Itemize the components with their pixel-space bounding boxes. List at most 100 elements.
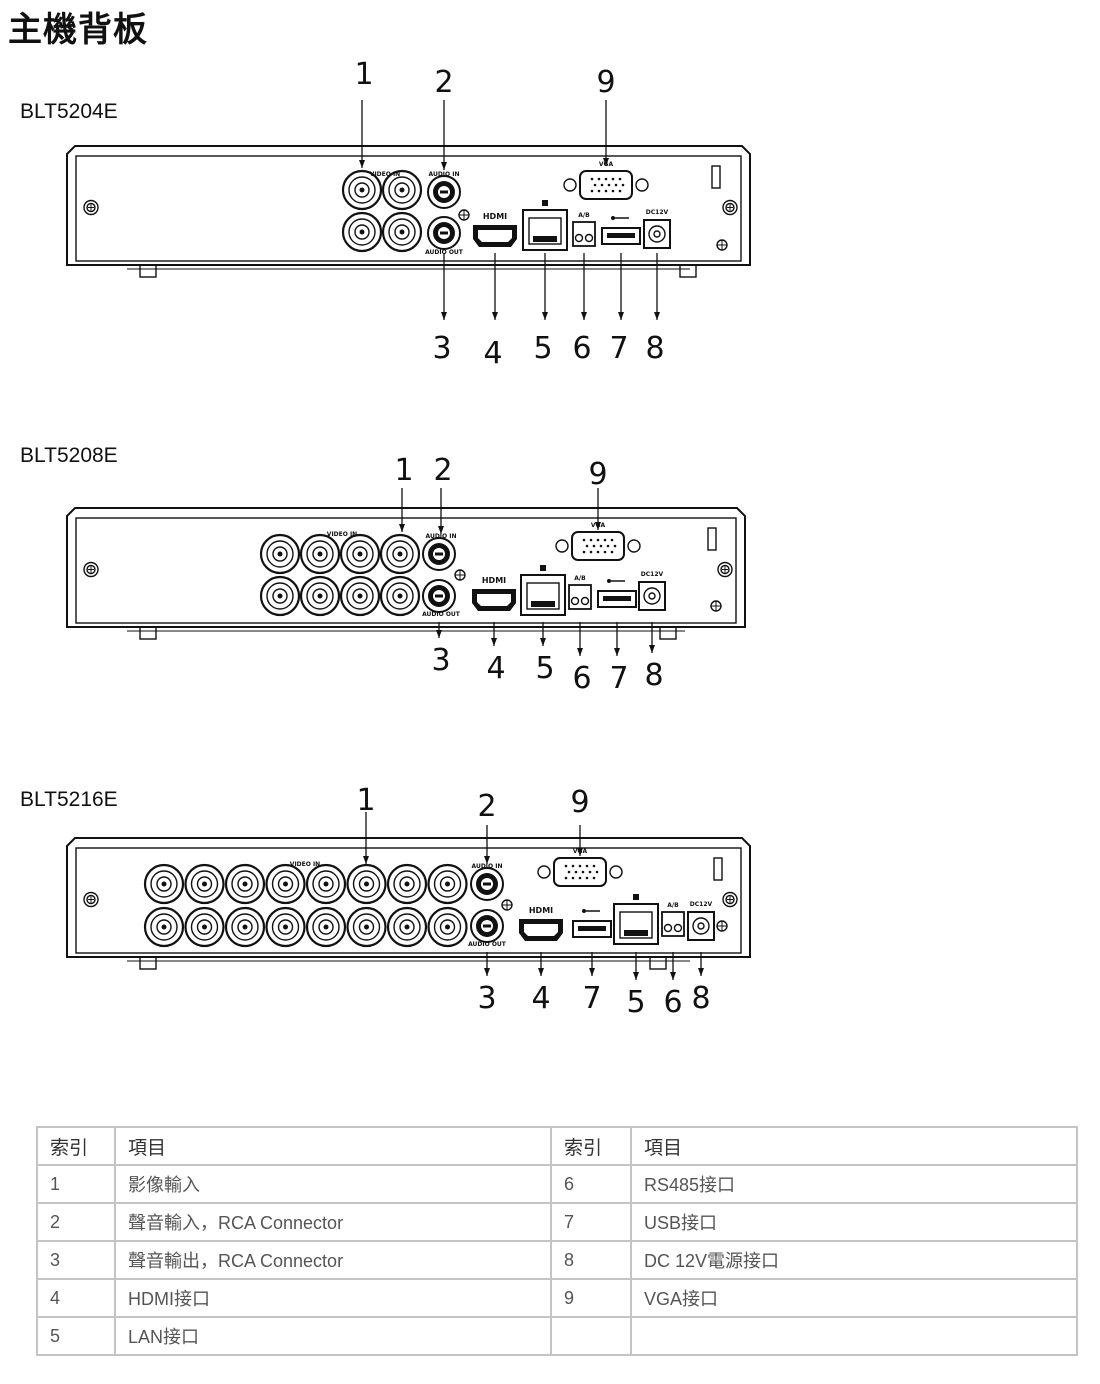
bnc-connector-outer — [224, 863, 266, 905]
cell-index: 3 — [36, 1240, 116, 1280]
cell-item: HDMI接口 — [114, 1278, 552, 1318]
vga-screw — [609, 865, 623, 879]
vga-pin — [610, 550, 614, 554]
table-header-row: 索引 項目 索引 項目 — [36, 1126, 1078, 1166]
callout-arrowhead — [540, 638, 546, 646]
cell-item: 聲音輸出，RCA Connector — [114, 1240, 552, 1280]
vga-screw — [537, 865, 551, 879]
cell-item: 聲音輸入，RCA Connector — [114, 1202, 552, 1242]
bnc-connector-inner — [156, 876, 172, 892]
page-title: 主機背板 — [8, 10, 148, 50]
vga-pin — [590, 177, 594, 181]
lan-port — [613, 903, 659, 945]
bnc-connector-ring — [393, 913, 421, 941]
vga-port — [579, 170, 633, 200]
bnc-connector-outer — [379, 533, 421, 575]
vga-pin — [593, 183, 597, 187]
bnc-connector-inner — [272, 546, 288, 562]
vga-pin — [589, 550, 593, 554]
bnc-connector-pin — [202, 881, 207, 887]
callout-arrowhead — [633, 972, 639, 980]
lan-port-inner — [526, 582, 560, 610]
bnc-connector-pin — [397, 551, 403, 557]
bnc-connector-inner — [392, 588, 408, 604]
chassis-panel — [75, 847, 742, 954]
callout-number-4: 4 — [531, 981, 550, 1016]
bnc-connector-ring — [266, 540, 294, 568]
network-icon — [633, 894, 639, 900]
screw-icon-inner — [725, 202, 735, 213]
bnc-connector-inner — [318, 919, 334, 935]
dc-label: DC12V — [690, 901, 713, 908]
callout-number-2: 2 — [477, 789, 496, 824]
bnc-connector-ring — [150, 870, 178, 898]
video-in-label: VIDEO IN — [327, 531, 357, 538]
bnc-connector-outer — [346, 906, 387, 948]
bnc-connector-pin — [323, 881, 329, 887]
port-legend-table: 索引 項目 索引 項目 1 影像輸入 6 RS485接口 2 聲音輸入，RCA … — [36, 1126, 1078, 1356]
dc-power-jack-ring — [643, 587, 661, 605]
bnc-connector-ring — [312, 870, 340, 898]
audio-in-jack-pin — [440, 190, 448, 194]
chassis-outline — [66, 837, 751, 958]
rs485-terminal — [661, 911, 685, 937]
hdmi-port-inner — [477, 594, 511, 606]
cell-index: 9 — [550, 1278, 632, 1318]
vga-pin — [606, 544, 610, 548]
lan-port-inner — [528, 217, 562, 245]
chassis-foot — [649, 956, 667, 970]
callout-arrowhead — [363, 856, 369, 864]
screw-icon-inner — [86, 564, 96, 575]
callout-arrowhead — [491, 638, 497, 646]
bnc-connector-pin — [317, 593, 323, 599]
lan-pins — [533, 236, 557, 242]
callout-arrowhead — [436, 630, 442, 638]
header-index-2: 索引 — [550, 1126, 632, 1166]
network-icon — [542, 200, 548, 206]
vga-pin — [564, 864, 568, 868]
bnc-connector-inner — [394, 182, 410, 198]
callout-number-2: 2 — [433, 453, 452, 488]
bnc-connector-ring — [388, 218, 416, 246]
screw-icon — [83, 891, 99, 908]
screw-icon-inner — [725, 894, 735, 905]
bnc-connector-outer — [341, 169, 383, 211]
callout-number-5: 5 — [626, 985, 645, 1020]
rs485-screw — [663, 923, 673, 933]
callout-arrowhead — [441, 312, 447, 320]
callout-number-5: 5 — [533, 331, 552, 366]
bnc-connector-inner — [399, 919, 415, 935]
vga-pin — [564, 876, 568, 880]
bnc-connector-outer — [305, 863, 347, 905]
bnc-connector-inner — [354, 224, 370, 240]
vga-pin — [618, 177, 622, 181]
bnc-connector-outer — [386, 863, 428, 905]
vga-pin — [597, 189, 601, 193]
cell-item: USB接口 — [630, 1202, 1078, 1242]
callout-number-1: 1 — [356, 783, 375, 818]
usb-tongue — [578, 926, 606, 931]
cell-index: 8 — [550, 1240, 632, 1280]
bnc-connector-pin — [397, 593, 403, 599]
model-label-2: BLT5208E — [20, 444, 118, 467]
cell-item: VGA接口 — [630, 1278, 1078, 1318]
chassis-panel — [75, 155, 742, 262]
lan-pins — [531, 601, 555, 607]
bnc-connector-ring — [348, 218, 376, 246]
bnc-connector-pin — [364, 881, 369, 887]
audio-out-label: AUDIO OUT — [422, 611, 461, 618]
vga-pin — [597, 177, 601, 181]
audio-in-label: AUDIO IN — [429, 171, 460, 178]
bnc-connector-outer — [427, 863, 468, 905]
bnc-connector-ring — [386, 540, 414, 568]
vga-pin — [567, 870, 571, 874]
bnc-connector-outer — [224, 906, 266, 948]
table-row: 4 HDMI接口 9 VGA接口 — [36, 1278, 1078, 1318]
audio-in-jack-outer — [470, 867, 504, 901]
callout-arrowhead — [589, 968, 595, 976]
vga-pin — [611, 177, 615, 181]
bnc-connector-pin — [357, 551, 363, 557]
bnc-connector-ring — [190, 870, 219, 898]
bnc-connector-pin — [359, 229, 365, 235]
